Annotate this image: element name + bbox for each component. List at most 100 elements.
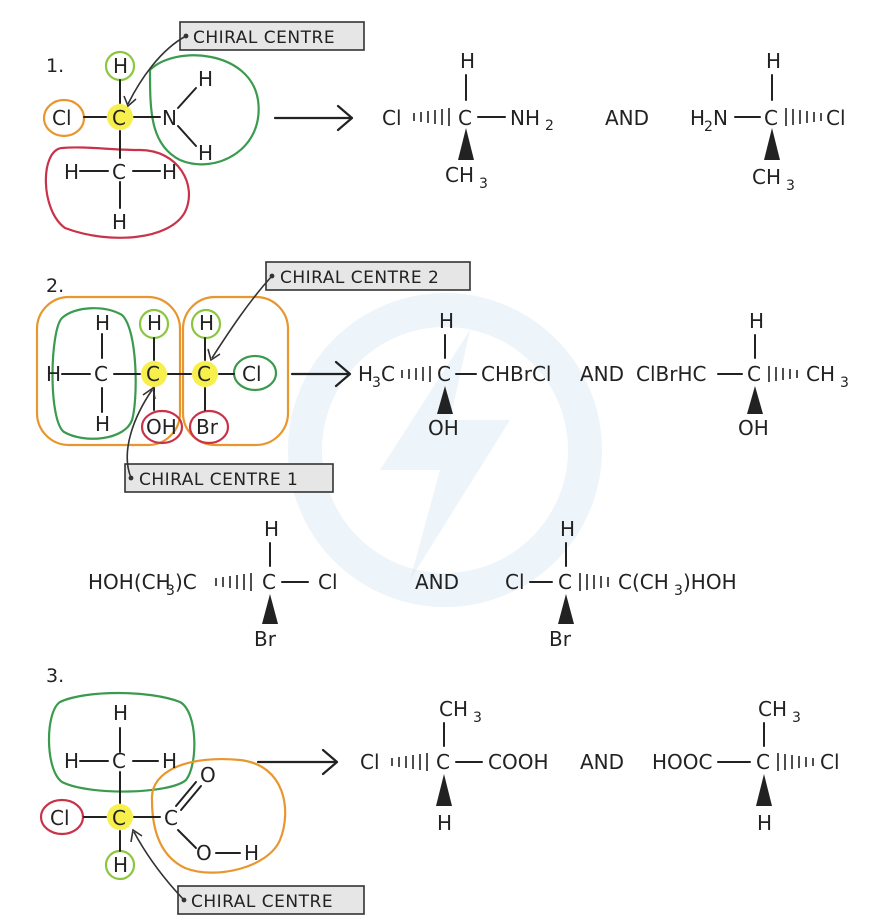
svg-text:3: 3 [786, 178, 795, 194]
atom-h: H [64, 160, 79, 184]
hashed-bond [401, 366, 431, 382]
atom-h: H [46, 362, 61, 386]
atom-c: C [112, 806, 126, 830]
atom-oh: OH [428, 416, 459, 440]
reaction-arrow-icon [290, 360, 352, 388]
wedge-bond [436, 774, 452, 806]
atom-c: C [458, 106, 472, 130]
atom-h: H [439, 309, 454, 333]
nh2-group-ring [148, 54, 260, 166]
and-label: AND [580, 362, 624, 386]
atom-h: H [113, 853, 128, 877]
svg-text:3: 3 [166, 583, 175, 599]
atom-br: Br [254, 627, 277, 651]
chiral-centre-2-label: CHIRAL CENTRE 2 [280, 268, 439, 288]
chiral-centre-dot [192, 361, 218, 387]
atom-h: H [113, 701, 128, 725]
chiral-centre-tag [177, 885, 365, 915]
section-number-3: 3. [46, 665, 64, 687]
br-ring [188, 409, 230, 445]
atom-c: C [94, 362, 108, 386]
atom-c: C [747, 362, 761, 386]
chiral-centre-1-tag [124, 463, 334, 493]
chiral-centre-dot [141, 361, 167, 387]
atom-h: H [198, 141, 213, 165]
cooh-group-ring [150, 758, 287, 874]
atom-c: C [164, 806, 178, 830]
atom-cl: Cl [242, 362, 262, 386]
right-group-ring [181, 295, 290, 447]
pointer-arrow [126, 389, 153, 479]
chiral-centre-label: CHIRAL CENTRE [193, 28, 335, 48]
atom-c: C [112, 749, 126, 773]
atom-h: H [162, 160, 177, 184]
chiral-centre-1-label: CHIRAL CENTRE 1 [139, 470, 298, 490]
hashed-bond [777, 753, 814, 771]
atom-h: H [244, 841, 259, 865]
svg-text:)HOH: )HOH [683, 570, 737, 594]
atom-ch: CH [445, 163, 474, 187]
atom-c: C [146, 362, 160, 386]
atom-h: H [199, 311, 214, 335]
hashed-bond [768, 366, 798, 382]
ch3-group-ring [51, 307, 137, 440]
atom-c: C [112, 160, 126, 184]
lightning-logo-icon [288, 293, 602, 607]
atom-c: C [381, 362, 395, 386]
atom-clbrhc: ClBrHC [636, 362, 706, 386]
svg-text:2: 2 [545, 118, 554, 134]
wedge-bond [756, 774, 772, 806]
atom-nh: NH [510, 106, 540, 130]
atom-o: O [200, 763, 216, 787]
atom-cl: Cl [382, 106, 402, 130]
pointer-arrow [127, 35, 187, 105]
atom-cl: Cl [820, 750, 840, 774]
atom-h: H [264, 517, 279, 541]
atom-c: C [112, 106, 126, 130]
and-label: AND [605, 106, 649, 130]
atom-n: N [713, 106, 728, 130]
wedge-bond [747, 386, 763, 414]
atom-ch: CH [758, 697, 787, 721]
atom-h: H [560, 517, 575, 541]
atom-ch: CH [752, 165, 781, 189]
atom-hooc: HOOC [652, 750, 713, 774]
atom-cl: Cl [826, 106, 846, 130]
atom-cl: Cl [52, 106, 72, 130]
chiral-centre-dot [107, 804, 133, 830]
atom-h: H [766, 49, 781, 73]
and-label: AND [580, 750, 624, 774]
atom-ch: CH [806, 362, 835, 386]
atom-oh: OH [738, 416, 769, 440]
atom-h: H [95, 311, 110, 335]
atom-h: H [437, 811, 452, 835]
svg-text:2: 2 [704, 119, 713, 135]
atom-br: Br [549, 627, 572, 651]
atom-h: H [64, 749, 79, 773]
atom-h: H [147, 311, 162, 335]
atom-h: H [757, 811, 772, 835]
ch3-group-ring [47, 691, 196, 793]
atom-h: H [112, 210, 127, 234]
atom-c: C [197, 362, 211, 386]
section-number-2: 2. [46, 275, 64, 297]
chiral-centre-label: CHIRAL CENTRE [191, 892, 333, 912]
atom-h: H [690, 106, 705, 130]
section-number-1: 1. [46, 55, 64, 77]
atom-h: H [95, 412, 110, 436]
chiral-centre-2-tag [265, 261, 471, 291]
atom-h: H [358, 362, 373, 386]
wedge-bond [558, 594, 574, 624]
chiral-centre-dot [107, 104, 133, 130]
ch3-group-ring [44, 146, 191, 239]
atom-c: C [756, 750, 770, 774]
atom-n: N [162, 106, 177, 130]
svg-text:)C: )C [175, 570, 197, 594]
atom-h: H [113, 54, 128, 78]
atom-c: C [437, 362, 451, 386]
wedge-bond [458, 128, 474, 160]
atom-br: Br [196, 415, 219, 439]
svg-text:3: 3 [674, 583, 683, 599]
hashed-bond [215, 573, 252, 591]
